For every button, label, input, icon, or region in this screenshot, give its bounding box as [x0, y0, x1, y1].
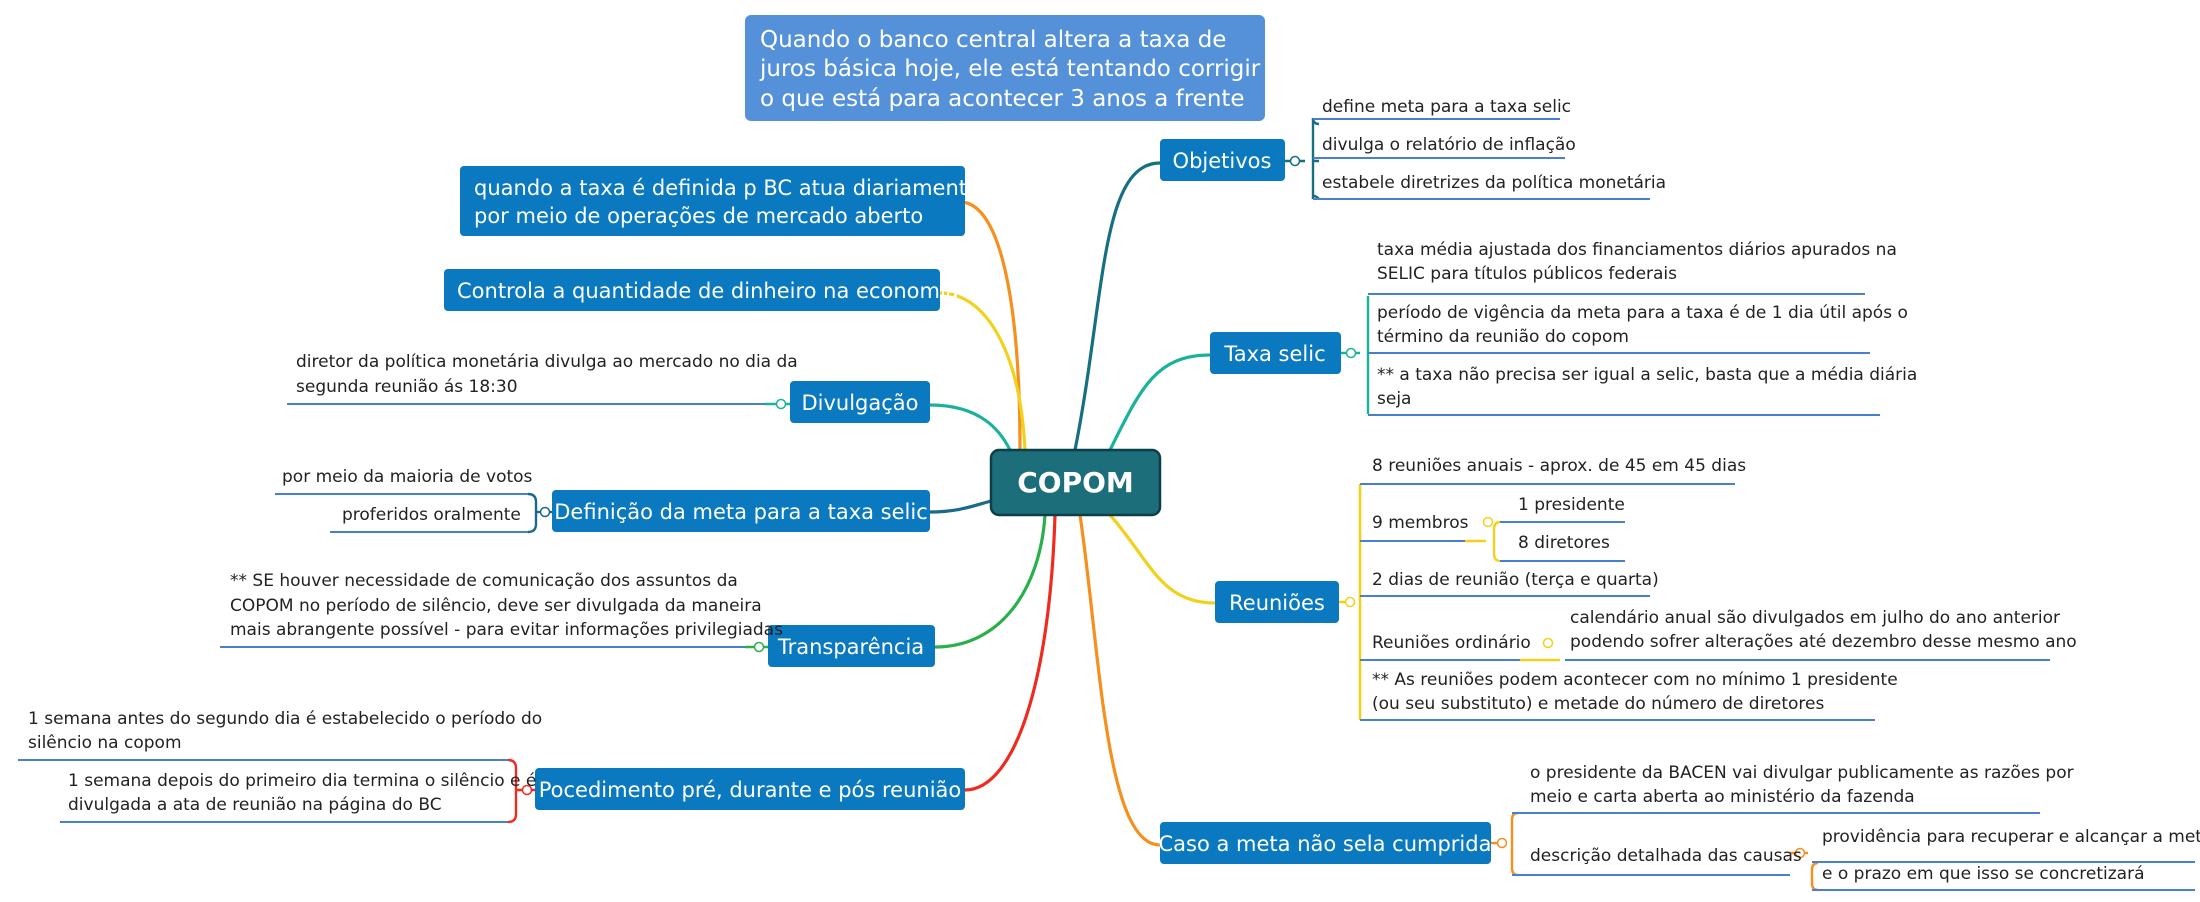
node-taxa-selic[interactable]: Taxa selic: [1210, 332, 1341, 374]
objetivos-leaf-2: divulga o relatório de inflação: [1322, 135, 1576, 155]
procedimento-label: Pocedimento pré, durante e pós reunião: [539, 778, 962, 802]
taxa-selic-leaf-2-line-2: término da reunião do copom: [1377, 327, 1629, 347]
objetivos-collapse-toggle[interactable]: [1289, 155, 1301, 167]
reunioes-minimo-line-1: ** As reuniões podem acontecer com no mí…: [1372, 670, 1898, 690]
branch-transparencia: [933, 513, 1047, 649]
transparencia-leaf-line-3: mais abrangente possível - para evitar i…: [230, 620, 783, 640]
taxa-selic-leaf-2-line-1: período de vigência da meta para a taxa …: [1377, 303, 1908, 323]
reunioes-leaf-lines: [1360, 483, 2050, 721]
objetivos-leaf-1: define meta para a taxa selic: [1322, 97, 1571, 117]
definicao-bracket: [275, 492, 552, 534]
node-procedimento[interactable]: Pocedimento pré, durante e pós reunião: [535, 768, 965, 810]
taxa-selic-leaf-1-line-1: taxa média ajustada dos financiamentos d…: [1377, 240, 1897, 260]
center-label: COPOM: [1017, 466, 1134, 499]
divulgacao-leaf-line-1: diretor da política monetária divulga ao…: [296, 352, 798, 372]
center-node[interactable]: COPOM: [989, 448, 1162, 517]
reunioes-sub-brackets: [1465, 520, 1560, 662]
reunioes-membros-presidente: 1 presidente: [1518, 495, 1625, 515]
definicao-label: Definição da meta para a taxa selic: [554, 500, 928, 524]
reunioes-ordinario-sub-2: podendo sofrer alterações até dezembro d…: [1570, 632, 2077, 652]
note-line-2: juros básica hoje, ele está tentando cor…: [759, 56, 1261, 82]
divulgacao-label: Divulgação: [801, 391, 918, 415]
caso-descricao-sub-2: e o prazo em que isso se concretizará: [1822, 864, 2145, 884]
transparencia-collapse-toggle[interactable]: [753, 641, 765, 653]
taxa-selic-leaf-3-line-2: seja: [1377, 389, 1411, 409]
definicao-leaf-1: por meio da maioria de votos: [282, 467, 533, 487]
reunioes-label: Reuniões: [1229, 591, 1325, 615]
transparencia-leaf-line-1: ** SE houver necessidade de comunicação …: [230, 571, 738, 591]
reunioes-collapse-toggle[interactable]: [1344, 596, 1356, 608]
caso-presidente-line-2: meio e carta aberta ao ministério da faz…: [1530, 787, 1915, 807]
note-line-1: Quando o banco central altera a taxa de: [760, 27, 1226, 53]
procedimento-leaf-2-line-2: divulgada a ata de reunião na página do …: [68, 795, 442, 815]
transparencia-label: Transparência: [777, 635, 924, 659]
taxa-selic-leaf-lines: [1368, 293, 1880, 416]
node-controla[interactable]: Controla a quantidade de dinheiro na eco…: [444, 269, 959, 311]
procedimento-collapse-toggle[interactable]: [521, 784, 533, 796]
caso-descricao: descrição detalhada das causas: [1530, 846, 1802, 866]
mercado-label-line-2: por meio de operações de mercado aberto: [474, 204, 923, 228]
branch-taxa-selic: [1108, 353, 1212, 452]
caso-descricao-sub-1: providência para recuperar e alcançar a …: [1822, 827, 2200, 847]
definicao-leaf-2: proferidos oralmente: [342, 505, 521, 525]
procedimento-leaf-1-line-2: silêncio na copom: [28, 733, 182, 753]
reunioes-membros-diretores: 8 diretores: [1518, 533, 1610, 553]
branch-objetivos: [1073, 161, 1162, 452]
caso-collapse-toggle[interactable]: [1496, 837, 1508, 849]
membros-collapse-toggle[interactable]: [1482, 516, 1494, 528]
procedimento-bracket: [18, 758, 535, 824]
node-divulgacao[interactable]: Divulgação: [790, 381, 930, 423]
branch-procedimento: [963, 513, 1057, 792]
procedimento-leaf-1-line-1: 1 semana antes do segundo dia é estabele…: [28, 709, 542, 729]
branch-reunioes: [1108, 513, 1217, 605]
objetivos-label: Objetivos: [1173, 149, 1272, 173]
procedimento-leaf-2-line-1: 1 semana depois do primeiro dia termina …: [68, 771, 536, 791]
objetivos-leaf-lines: [1313, 118, 1650, 200]
divulgacao-collapse-toggle[interactable]: [775, 398, 787, 410]
main-branches: [928, 161, 1217, 847]
node-transparencia[interactable]: Transparência: [768, 625, 935, 667]
reunioes-dias: 2 dias de reunião (terça e quarta): [1372, 570, 1659, 590]
caso-presidente-line-1: o presidente da BACEN vai divulgar publi…: [1530, 763, 2074, 783]
node-caso[interactable]: Caso a meta não sela cumprida: [1159, 822, 1492, 864]
ordinario-collapse-toggle[interactable]: [1542, 637, 1554, 649]
branch-caso: [1078, 513, 1162, 847]
mercado-label-line-1: quando a taxa é definida p BC atua diari…: [474, 176, 980, 200]
taxa-selic-label: Taxa selic: [1223, 342, 1325, 366]
branch-definicao: [928, 498, 997, 514]
node-definicao[interactable]: Definição da meta para a taxa selic: [552, 490, 930, 532]
caso-leaf-lines: [1512, 812, 2195, 891]
definicao-collapse-toggle[interactable]: [539, 506, 551, 518]
reunioes-minimo-line-2: (ou seu substituto) e metade do número d…: [1372, 694, 1825, 714]
branch-controla: [938, 291, 1027, 452]
taxa-selic-leaf-1-line-2: SELIC para títulos públicos federais: [1377, 264, 1677, 284]
info-note: Quando o banco central altera a taxa de …: [745, 15, 1265, 121]
transparencia-leaf-line-2: COPOM no período de silêncio, deve ser d…: [230, 596, 762, 616]
node-mercado-aberto[interactable]: quando a taxa é definida p BC atua diari…: [460, 166, 980, 236]
objetivos-leaf-3: estabele diretrizes da política monetári…: [1322, 173, 1666, 193]
caso-label: Caso a meta não sela cumprida: [1159, 832, 1492, 856]
reunioes-ordinario-sub-1: calendário anual são divulgados em julho…: [1570, 608, 2060, 628]
taxa-selic-leaf-3-line-1: ** a taxa não precisa ser igual a selic,…: [1377, 365, 1917, 385]
reunioes-anuais: 8 reuniões anuais - aprox. de 45 em 45 d…: [1372, 456, 1746, 476]
reunioes-membros: 9 membros: [1372, 513, 1469, 533]
descricao-collapse-toggle[interactable]: [1794, 847, 1806, 859]
node-reunioes[interactable]: Reuniões: [1215, 581, 1339, 623]
node-objetivos[interactable]: Objetivos: [1160, 139, 1285, 181]
taxa-selic-collapse-toggle[interactable]: [1345, 347, 1357, 359]
divulgacao-leaf-line-2: segunda reunião ás 18:30: [296, 377, 518, 397]
branch-divulgacao: [928, 403, 1012, 452]
controla-label: Controla a quantidade de dinheiro na eco…: [457, 279, 959, 303]
reunioes-ordinario: Reuniões ordinário: [1372, 633, 1531, 653]
note-line-3: o que está para acontecer 3 anos a frent…: [760, 86, 1245, 112]
